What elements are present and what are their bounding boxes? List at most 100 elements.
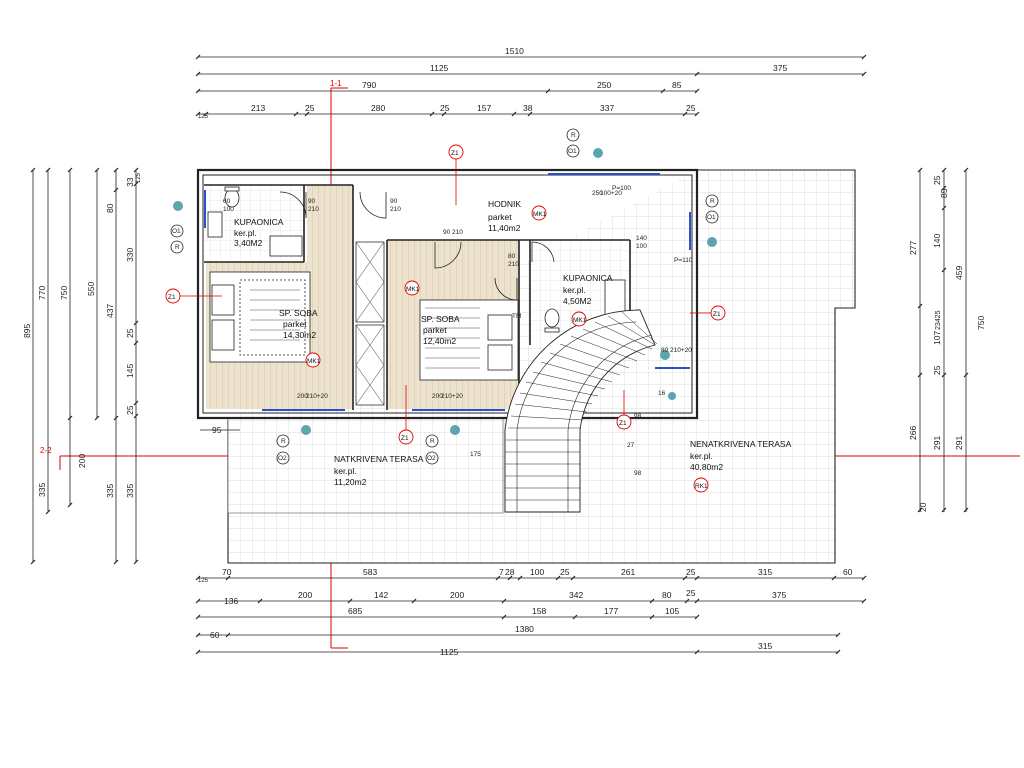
svg-text:750: 750 bbox=[59, 286, 69, 300]
svg-text:90: 90 bbox=[308, 198, 316, 205]
svg-text:80: 80 bbox=[662, 590, 672, 600]
interior-walls bbox=[204, 184, 631, 410]
svg-text:583: 583 bbox=[363, 567, 377, 577]
right-dimensions bbox=[917, 167, 969, 513]
svg-text:Z1: Z1 bbox=[168, 294, 176, 301]
svg-text:60: 60 bbox=[843, 567, 853, 577]
svg-text:261: 261 bbox=[621, 567, 635, 577]
svg-text:33: 33 bbox=[125, 177, 135, 187]
svg-text:ker.pl.: ker.pl. bbox=[563, 285, 586, 295]
svg-text:335: 335 bbox=[37, 483, 47, 497]
dim-top-r4-2: 25 bbox=[305, 103, 315, 113]
svg-text:95: 95 bbox=[212, 425, 222, 435]
dim-top-r4-0: 125 bbox=[198, 114, 209, 120]
room-label-covered-terrace: NATKRIVENA TERASA ker.pl. 11,20m2 bbox=[334, 454, 424, 487]
svg-text:25: 25 bbox=[125, 328, 135, 338]
svg-text:315: 315 bbox=[758, 641, 772, 651]
svg-text:335: 335 bbox=[125, 484, 135, 498]
room-label-bathroom-1: KUPAONICA ker.pl. 3,40M2 bbox=[234, 217, 284, 248]
svg-text:375: 375 bbox=[772, 590, 786, 600]
svg-text:12,40m2: 12,40m2 bbox=[423, 336, 456, 346]
svg-text:27: 27 bbox=[627, 442, 635, 449]
svg-text:105: 105 bbox=[665, 606, 679, 616]
svg-text:80: 80 bbox=[105, 203, 115, 213]
svg-text:100+20: 100+20 bbox=[600, 190, 622, 197]
window-tag-circles bbox=[170, 128, 719, 465]
svg-text:250: 250 bbox=[592, 190, 603, 197]
svg-text:SP. SOBA: SP. SOBA bbox=[279, 308, 318, 318]
svg-text:parket: parket bbox=[283, 319, 307, 329]
svg-text:3,40M2: 3,40M2 bbox=[234, 238, 263, 248]
svg-text:210: 210 bbox=[390, 206, 401, 213]
svg-text:7: 7 bbox=[499, 567, 504, 577]
svg-text:R: R bbox=[175, 244, 180, 251]
svg-text:85: 85 bbox=[939, 188, 949, 198]
svg-text:80: 80 bbox=[661, 347, 669, 354]
svg-text:MK1: MK1 bbox=[573, 317, 587, 324]
svg-text:P=100: P=100 bbox=[612, 185, 631, 192]
svg-text:98: 98 bbox=[634, 470, 642, 477]
svg-text:O1: O1 bbox=[707, 214, 716, 221]
covered-terrace bbox=[227, 417, 504, 514]
svg-text:200: 200 bbox=[77, 454, 87, 468]
svg-text:parket: parket bbox=[488, 212, 512, 222]
svg-text:R: R bbox=[430, 438, 435, 445]
svg-text:4,50M2: 4,50M2 bbox=[563, 296, 592, 306]
svg-text:60: 60 bbox=[223, 198, 231, 205]
dim-top-r4-3: 280 bbox=[371, 103, 385, 113]
svg-text:145: 145 bbox=[125, 364, 135, 378]
room-label-open-terrace: NENATKRIVENA TERASA ker.pl. 40,80m2 bbox=[690, 439, 792, 472]
red-tag-labels: Z1 Z1 Z1 Z1 Z1 MK1 MK1 MK1 MK1 RK1 bbox=[168, 150, 721, 490]
room-label-bathroom-2: KUPAONICA ker.pl. 4,50M2 bbox=[563, 273, 613, 306]
svg-text:136: 136 bbox=[224, 596, 238, 606]
svg-text:O1: O1 bbox=[568, 148, 577, 155]
svg-text:O1: O1 bbox=[172, 228, 181, 235]
svg-text:210: 210 bbox=[508, 261, 519, 268]
windows bbox=[204, 173, 691, 411]
svg-text:NENATKRIVENA TERASA: NENATKRIVENA TERASA bbox=[690, 439, 792, 449]
dim-total-width: 1510 bbox=[505, 46, 524, 56]
section-label-1-1: 1-1 bbox=[330, 79, 342, 88]
bottom-dimensions bbox=[195, 575, 867, 655]
svg-text:210+20: 210+20 bbox=[441, 393, 463, 400]
dim-top-r3-a: 790 bbox=[362, 80, 376, 90]
svg-text:315: 315 bbox=[758, 567, 772, 577]
svg-text:210: 210 bbox=[308, 206, 319, 213]
dim-top-r4-8: 25 bbox=[686, 103, 696, 113]
svg-text:70: 70 bbox=[222, 567, 232, 577]
svg-text:100: 100 bbox=[636, 243, 647, 250]
svg-text:14,30m2: 14,30m2 bbox=[283, 330, 316, 340]
left-dimension-labels: 895 770 335 750 200 550 80 437 335 33 33… bbox=[22, 172, 222, 498]
svg-text:25: 25 bbox=[932, 175, 942, 185]
svg-text:NATKRIVENA TERASA: NATKRIVENA TERASA bbox=[334, 454, 424, 464]
svg-text:25: 25 bbox=[686, 588, 696, 598]
left-dimensions bbox=[30, 167, 240, 565]
svg-text:291: 291 bbox=[954, 436, 964, 450]
svg-text:177: 177 bbox=[604, 606, 618, 616]
svg-text:140: 140 bbox=[932, 234, 942, 248]
svg-text:KUPAONICA: KUPAONICA bbox=[234, 217, 284, 227]
house-walls bbox=[196, 168, 699, 420]
svg-text:Z1: Z1 bbox=[401, 435, 409, 442]
bedroom-1-upper-floor bbox=[307, 185, 353, 262]
svg-text:P=110: P=110 bbox=[674, 257, 693, 264]
svg-text:40,80m2: 40,80m2 bbox=[690, 462, 723, 472]
svg-text:1380: 1380 bbox=[515, 624, 534, 634]
svg-text:ker.pl.: ker.pl. bbox=[690, 451, 713, 461]
svg-text:895: 895 bbox=[22, 324, 32, 338]
room-label-bedroom-1: SP. SOBA parket 14,30m2 bbox=[279, 308, 318, 340]
svg-text:R: R bbox=[710, 198, 715, 205]
dim-top-r3-b: 250 bbox=[597, 80, 611, 90]
room-label-bedroom-2: SP. SOBA parket 12,40m2 bbox=[421, 314, 460, 346]
svg-text:291: 291 bbox=[932, 436, 942, 450]
svg-text:142: 142 bbox=[374, 590, 388, 600]
dim-top-r2-a: 1125 bbox=[430, 63, 449, 73]
svg-text:60: 60 bbox=[210, 630, 220, 640]
svg-text:200: 200 bbox=[432, 393, 443, 400]
dim-top-r4-1: 213 bbox=[251, 103, 265, 113]
svg-text:100: 100 bbox=[223, 206, 234, 213]
svg-text:20: 20 bbox=[918, 502, 928, 512]
dim-top-r4-5: 157 bbox=[477, 103, 491, 113]
svg-text:266: 266 bbox=[908, 426, 918, 440]
